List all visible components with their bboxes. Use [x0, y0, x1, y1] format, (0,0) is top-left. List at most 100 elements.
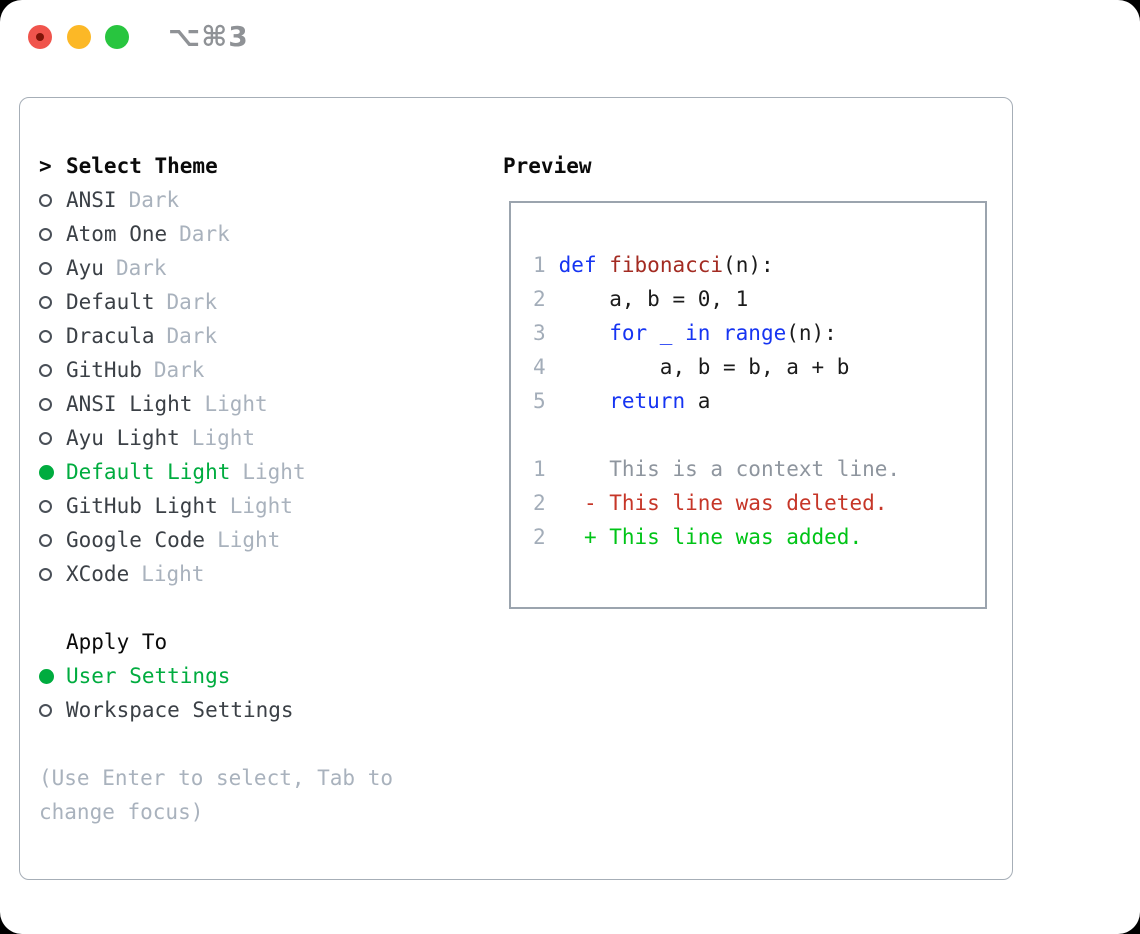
titlebar: ⌥⌘3: [0, 0, 1140, 75]
theme-option[interactable]: XCode Light: [39, 557, 503, 591]
radio-unselected-icon: [39, 329, 52, 343]
theme-option-tag: Dark: [166, 324, 218, 348]
radio-marker: [39, 499, 66, 513]
line-number: 2: [533, 491, 546, 515]
focus-caret-icon: >: [39, 154, 52, 178]
theme-option-name: XCode: [66, 562, 130, 586]
code-segment: This is a context line.: [558, 457, 901, 481]
theme-option-tag: Light: [229, 494, 293, 518]
theme-option-name: Default: [66, 290, 155, 314]
theme-option-tag: Dark: [179, 222, 230, 246]
theme-option-tag: Dark: [128, 188, 180, 212]
radio-unselected-icon: [39, 227, 52, 241]
preview-line: 5 return a: [533, 389, 985, 423]
preview-line: 2 + This line was added.: [533, 525, 985, 559]
theme-option-name: Dracula: [66, 324, 155, 348]
theme-option[interactable]: Atom One Dark: [39, 217, 503, 251]
theme-option-tag: Dark: [115, 256, 167, 280]
radio-marker: [39, 703, 66, 717]
apply-to-option-name: User Settings: [66, 664, 231, 688]
preview-line: 4 a, b = b, a + b: [533, 355, 985, 389]
close-active-dot-icon: [36, 33, 44, 41]
apply-to-option[interactable]: Workspace Settings: [39, 693, 503, 727]
code-segment: - This line was deleted.: [558, 491, 888, 515]
apply-to-heading: Apply To: [66, 630, 168, 654]
code-segment: a, b = b, a + b: [558, 355, 850, 379]
theme-option[interactable]: Dracula Dark: [39, 319, 503, 353]
radio-unselected-icon: [39, 261, 52, 275]
radio-marker: [39, 533, 66, 547]
theme-option-tag: Light: [217, 528, 281, 552]
theme-option-tag: Light: [191, 426, 256, 450]
radio-unselected-icon: [39, 499, 52, 513]
radio-marker: [39, 431, 66, 445]
theme-option-name: Default Light: [66, 460, 231, 484]
theme-option[interactable]: GitHub Dark: [39, 353, 503, 387]
theme-option-tag: Light: [204, 392, 268, 416]
select-theme-heading-row: > Select Theme: [39, 149, 503, 183]
theme-option-name: Google Code: [66, 528, 206, 552]
radio-marker: [39, 193, 66, 207]
radio-marker: [39, 295, 66, 309]
apply-to-option[interactable]: User Settings: [39, 659, 503, 693]
theme-option[interactable]: ANSI Light Light: [39, 387, 503, 421]
theme-option-name: Ayu Light: [66, 426, 180, 450]
theme-option-name: GitHub Light: [66, 494, 218, 518]
line-number: 2: [533, 287, 546, 311]
select-theme-heading: Select Theme: [66, 154, 218, 178]
theme-option[interactable]: Google Code Light: [39, 523, 503, 557]
theme-option-name: ANSI Light: [66, 392, 193, 416]
code-segment: fibonacci: [609, 253, 724, 277]
radio-marker: [39, 567, 66, 581]
radio-unselected-icon: [39, 193, 52, 207]
hint-text: (Use Enter to select, Tab to change focu…: [39, 766, 394, 824]
minimize-button[interactable]: [67, 25, 91, 49]
radio-unselected-icon: [39, 363, 52, 377]
theme-option[interactable]: GitHub Light Light: [39, 489, 503, 523]
theme-option[interactable]: Ayu Light Light: [39, 421, 503, 455]
preview-line: 1 This is a context line.: [533, 457, 985, 491]
theme-option-name: ANSI: [66, 188, 117, 212]
theme-option-tag: Light: [242, 460, 306, 484]
code-segment: a: [685, 389, 711, 413]
code-segment: def: [558, 253, 597, 277]
theme-option-name: GitHub: [66, 358, 142, 382]
radio-unselected-icon: [39, 295, 52, 309]
radio-marker: [39, 261, 66, 275]
apply-to-heading-row: Apply To: [39, 625, 503, 659]
theme-option-tag: Light: [141, 562, 205, 586]
radio-selected-icon: [39, 668, 54, 684]
code-segment: (n):: [723, 253, 774, 277]
radio-unselected-icon: [39, 703, 52, 717]
theme-option[interactable]: Ayu Dark: [39, 251, 503, 285]
code-segment: + This line was added.: [558, 525, 863, 549]
theme-option[interactable]: ANSI Dark: [39, 183, 503, 217]
radio-selected-icon: [39, 464, 54, 480]
radio-marker: [39, 397, 66, 411]
code-segment: (n):: [786, 321, 837, 345]
close-button[interactable]: [28, 25, 52, 49]
theme-option-tag: Dark: [166, 290, 218, 314]
radio-unselected-icon: [39, 431, 52, 445]
line-number: 5: [533, 389, 546, 413]
theme-option-tag: Dark: [153, 358, 205, 382]
radio-marker: [39, 668, 66, 684]
line-number: 1: [533, 253, 546, 277]
theme-option-name: Atom One: [66, 222, 168, 246]
radio-unselected-icon: [39, 567, 52, 581]
window-title: ⌥⌘3: [168, 20, 249, 53]
theme-option[interactable]: Default Dark: [39, 285, 503, 319]
theme-option-name: Ayu: [66, 256, 104, 280]
preview-line: 2 a, b = 0, 1: [533, 287, 985, 321]
code-segment: [597, 253, 610, 277]
radio-marker: [39, 227, 66, 241]
radio-marker: [39, 464, 66, 480]
theme-option[interactable]: Default Light Light: [39, 455, 503, 489]
preview-line: 3 for _ in range(n):: [533, 321, 985, 355]
maximize-button[interactable]: [105, 25, 129, 49]
